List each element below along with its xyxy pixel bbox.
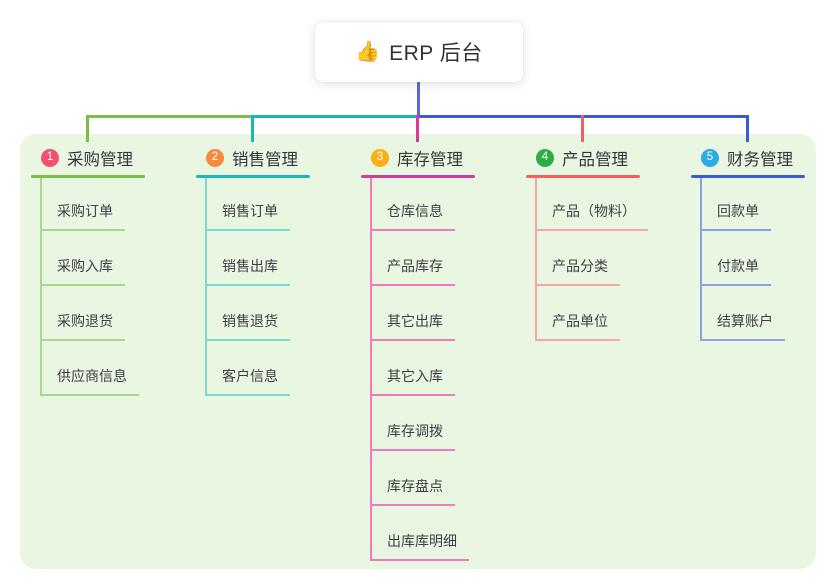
- branch-drop-line: [416, 115, 419, 142]
- branch-node[interactable]: 4 产品管理: [536, 147, 628, 169]
- branch-underline: [526, 175, 640, 178]
- branch-number-badge: 2: [206, 149, 224, 167]
- branch-number-badge: 5: [701, 149, 719, 167]
- child-node[interactable]: 付款单: [700, 256, 771, 286]
- thumbs-up-icon: 👍: [355, 41, 381, 63]
- child-node[interactable]: 采购订单: [40, 201, 125, 231]
- child-node[interactable]: 回款单: [700, 201, 771, 231]
- child-node[interactable]: 产品分类: [535, 256, 620, 286]
- branch-label: 库存管理: [397, 151, 463, 169]
- branches-panel: [20, 134, 816, 569]
- child-node[interactable]: 仓库信息: [370, 201, 455, 231]
- child-connector-line: [700, 178, 702, 341]
- child-node[interactable]: 产品（物料）: [535, 201, 648, 231]
- child-node[interactable]: 产品单位: [535, 311, 620, 341]
- branch-label: 财务管理: [727, 151, 793, 169]
- branch-label: 采购管理: [67, 151, 133, 169]
- child-node[interactable]: 客户信息: [205, 366, 290, 396]
- child-node[interactable]: 库存调拨: [370, 421, 455, 451]
- branch-node[interactable]: 1 采购管理: [41, 147, 133, 169]
- branch-drop-line: [581, 115, 584, 142]
- child-connector-line: [370, 178, 372, 561]
- branch-underline: [361, 175, 475, 178]
- child-node[interactable]: 销售出库: [205, 256, 290, 286]
- branch-node[interactable]: 3 库存管理: [371, 147, 463, 169]
- child-node[interactable]: 销售退货: [205, 311, 290, 341]
- child-connector-line: [40, 178, 42, 396]
- branch-underline: [196, 175, 310, 178]
- child-connector-line: [535, 178, 537, 341]
- child-node[interactable]: 产品库存: [370, 256, 455, 286]
- branch-drop-line: [86, 115, 89, 142]
- child-node[interactable]: 其它入库: [370, 366, 455, 396]
- trunk-segment-line: [86, 115, 254, 118]
- child-node[interactable]: 采购入库: [40, 256, 125, 286]
- trunk-segment-line: [251, 115, 419, 118]
- branch-label: 销售管理: [232, 151, 298, 169]
- child-connector-line: [205, 178, 207, 396]
- child-node[interactable]: 采购退货: [40, 311, 125, 341]
- child-node[interactable]: 结算账户: [700, 311, 785, 341]
- child-node[interactable]: 出库库明细: [370, 531, 469, 561]
- child-node[interactable]: 销售订单: [205, 201, 290, 231]
- branch-label: 产品管理: [562, 151, 628, 169]
- root-node-title: ERP 后台: [389, 42, 483, 65]
- branch-underline: [691, 175, 805, 178]
- branch-node[interactable]: 2 销售管理: [206, 147, 298, 169]
- branch-node[interactable]: 5 财务管理: [701, 147, 793, 169]
- branch-number-badge: 3: [371, 149, 389, 167]
- child-node[interactable]: 库存盘点: [370, 476, 455, 506]
- root-node[interactable]: 👍 ERP 后台: [315, 22, 523, 82]
- branch-drop-line: [746, 115, 749, 142]
- child-node[interactable]: 供应商信息: [40, 366, 139, 396]
- child-node[interactable]: 其它出库: [370, 311, 455, 341]
- branch-underline: [31, 175, 145, 178]
- branch-number-badge: 4: [536, 149, 554, 167]
- branch-number-badge: 1: [41, 149, 59, 167]
- root-connector-line: [417, 81, 420, 118]
- branch-drop-line: [251, 115, 254, 142]
